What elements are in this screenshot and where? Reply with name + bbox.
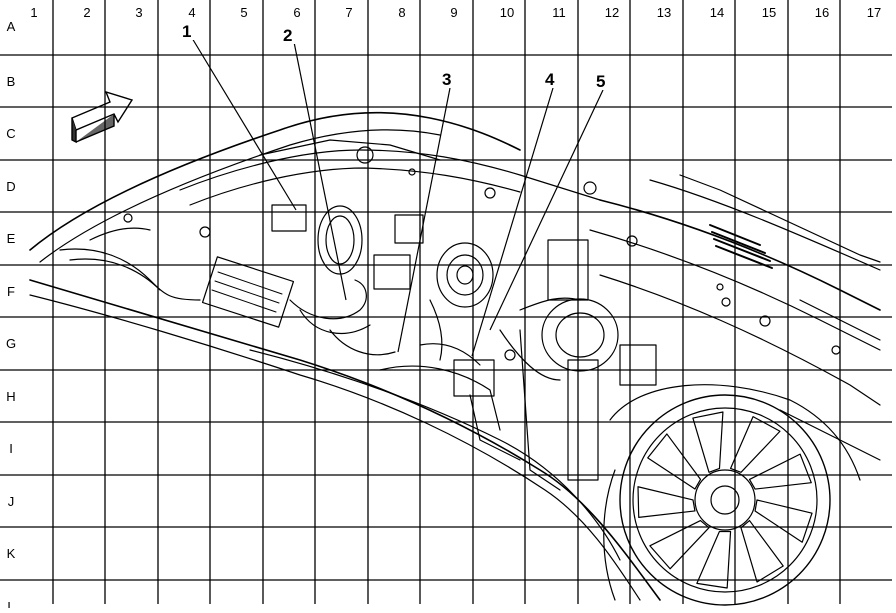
column-label: 7 xyxy=(345,5,352,20)
callout-1-leader xyxy=(191,37,297,211)
row-label: C xyxy=(6,126,15,141)
callout-3-leader xyxy=(397,87,451,353)
column-label: 9 xyxy=(450,5,457,20)
row-label: E xyxy=(7,231,16,246)
fan-blade xyxy=(740,519,784,583)
column-label: 2 xyxy=(83,5,90,20)
fan-blade xyxy=(729,415,781,473)
row-label: I xyxy=(9,441,13,456)
row-label: G xyxy=(6,336,16,351)
column-label: 13 xyxy=(657,5,671,20)
row-label: J xyxy=(8,494,15,509)
row-label: K xyxy=(7,546,16,561)
callout-5-leader xyxy=(489,89,604,331)
callout-3: 3 xyxy=(442,70,451,89)
callout-4: 4 xyxy=(545,70,555,89)
fan-blade xyxy=(647,433,702,490)
row-label: L xyxy=(7,599,14,608)
column-label: 17 xyxy=(867,5,881,20)
row-label: A xyxy=(7,19,16,34)
column-label: 14 xyxy=(710,5,724,20)
row-labels: A B C D E F G H I J K L xyxy=(6,19,16,613)
callout-leaders xyxy=(191,37,604,357)
column-label: 6 xyxy=(293,5,300,20)
arrow-icon xyxy=(71,90,134,144)
column-label: 4 xyxy=(188,5,195,20)
callout-5: 5 xyxy=(596,72,605,91)
fan-blade xyxy=(637,486,696,519)
callout-2: 2 xyxy=(283,26,292,45)
row-label: D xyxy=(6,179,15,194)
column-label: 1 xyxy=(30,5,37,20)
column-label: 10 xyxy=(500,5,514,20)
column-label: 12 xyxy=(605,5,619,20)
fan-blade xyxy=(649,519,710,570)
callout-4-leader xyxy=(471,87,554,357)
fan-blade xyxy=(754,499,813,543)
fan-blade xyxy=(748,453,812,490)
column-label: 5 xyxy=(240,5,247,20)
column-label: 16 xyxy=(815,5,829,20)
row-label: B xyxy=(7,74,16,89)
callout-1: 1 xyxy=(182,22,191,41)
fan-blade xyxy=(692,411,724,473)
row-label: H xyxy=(6,389,15,404)
callout-2-leader xyxy=(293,41,347,301)
row-label: F xyxy=(7,284,15,299)
column-label: 11 xyxy=(552,5,566,20)
callout-numbers: 1 2 3 4 5 xyxy=(180,20,612,91)
column-label: 15 xyxy=(762,5,776,20)
column-label: 8 xyxy=(398,5,405,20)
column-label: 3 xyxy=(135,5,142,20)
fan-blade xyxy=(696,530,732,589)
